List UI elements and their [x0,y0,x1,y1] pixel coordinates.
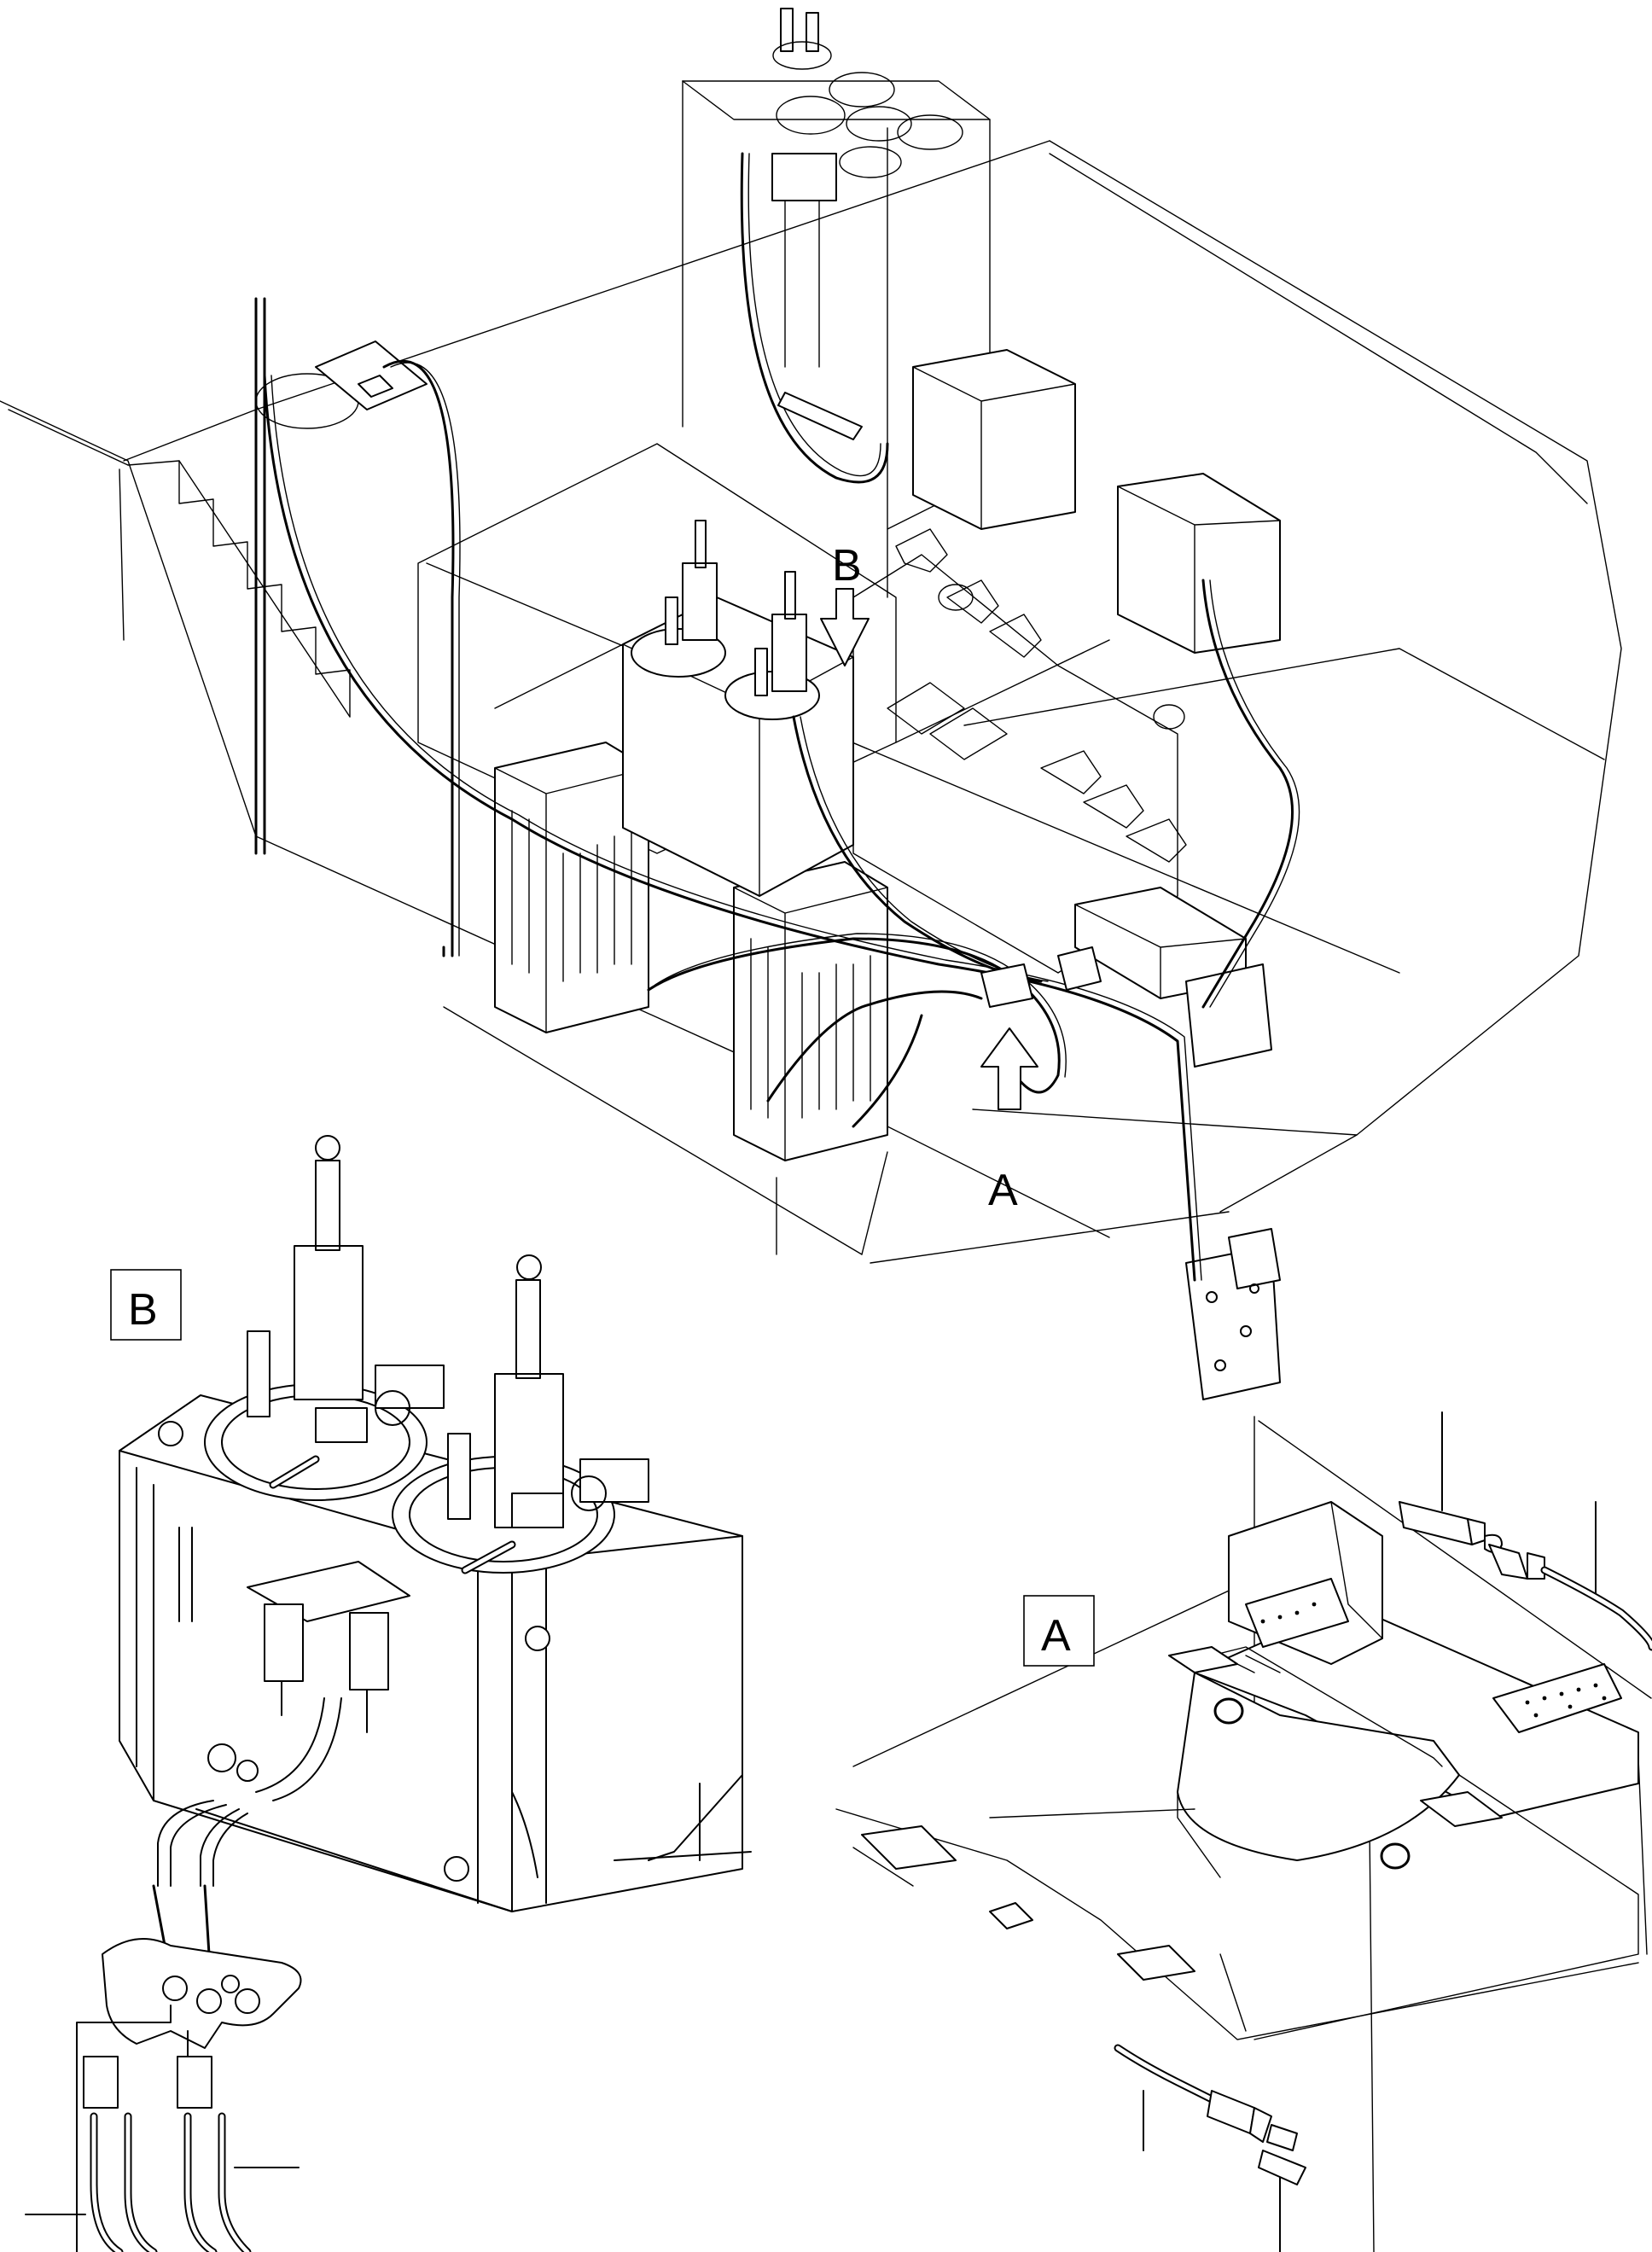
view-b-callout: B [110,1269,182,1341]
label-view-a: A [1041,1611,1071,1661]
arrow-b-indicator: B [820,541,870,666]
label-arrow-a: A [988,1166,1018,1215]
label-arrow-b: B [832,541,862,591]
hose-routings [263,152,1300,1282]
detail-view-a [835,1411,1652,2252]
machine-overview [0,8,1622,1400]
label-view-b: B [128,1285,158,1335]
arrow-a-indicator: A [980,1027,1038,1215]
view-a-callout: A [1023,1595,1095,1667]
detail-view-b [25,1135,752,2252]
